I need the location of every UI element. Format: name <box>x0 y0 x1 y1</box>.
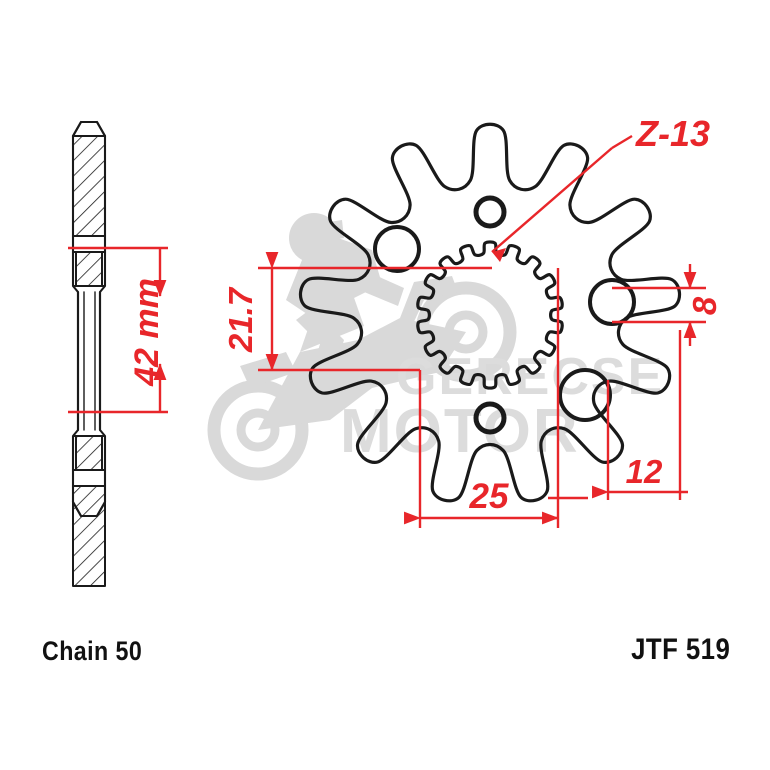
watermark-line1: GERECSE <box>396 348 664 406</box>
side-hatch-upper-hub <box>75 251 103 287</box>
side-hatch-lower-hub <box>75 435 103 471</box>
bolt-holes <box>373 195 636 435</box>
bolt-hole-lower-right <box>558 368 612 422</box>
chain-label: Chain 50 <box>42 636 143 666</box>
dim-label-12: 12 <box>626 453 663 490</box>
motocross-rider-icon <box>207 213 517 481</box>
gear-outline <box>298 122 682 503</box>
spline-hub-outline <box>416 240 564 390</box>
teeth-count-label: Z-13 <box>635 113 710 154</box>
small-hole-top <box>473 195 507 229</box>
side-section-view <box>71 120 107 587</box>
dimension-lines <box>68 134 706 528</box>
bolt-hole-right <box>588 278 636 326</box>
side-chamfer-bottom <box>71 500 107 518</box>
watermark: GERECSE MOTOR <box>207 213 664 481</box>
small-hole-bottom <box>473 401 507 435</box>
side-hatch-upper <box>72 135 106 237</box>
leader-z13-tail <box>611 134 633 150</box>
side-hatch-lower <box>72 485 106 587</box>
watermark-line2: MOTOR <box>340 397 580 466</box>
dim-label-8: 8 <box>686 296 723 315</box>
dim-label-25: 25 <box>469 477 509 516</box>
side-chamfer-top <box>71 120 107 138</box>
bolt-hole-upper-left <box>373 225 421 273</box>
dimension-texts: 42 mm 21.7 8 25 12 Z-13 <box>128 113 723 516</box>
dim-label-42mm: 42 mm <box>128 278 166 387</box>
part-number-label: JTF 519 <box>630 633 730 666</box>
sprocket-gear-body <box>298 122 682 503</box>
leader-z13 <box>491 147 613 253</box>
dim-label-21-7: 21.7 <box>222 286 259 353</box>
leader-z13-arrowhead <box>492 248 506 262</box>
